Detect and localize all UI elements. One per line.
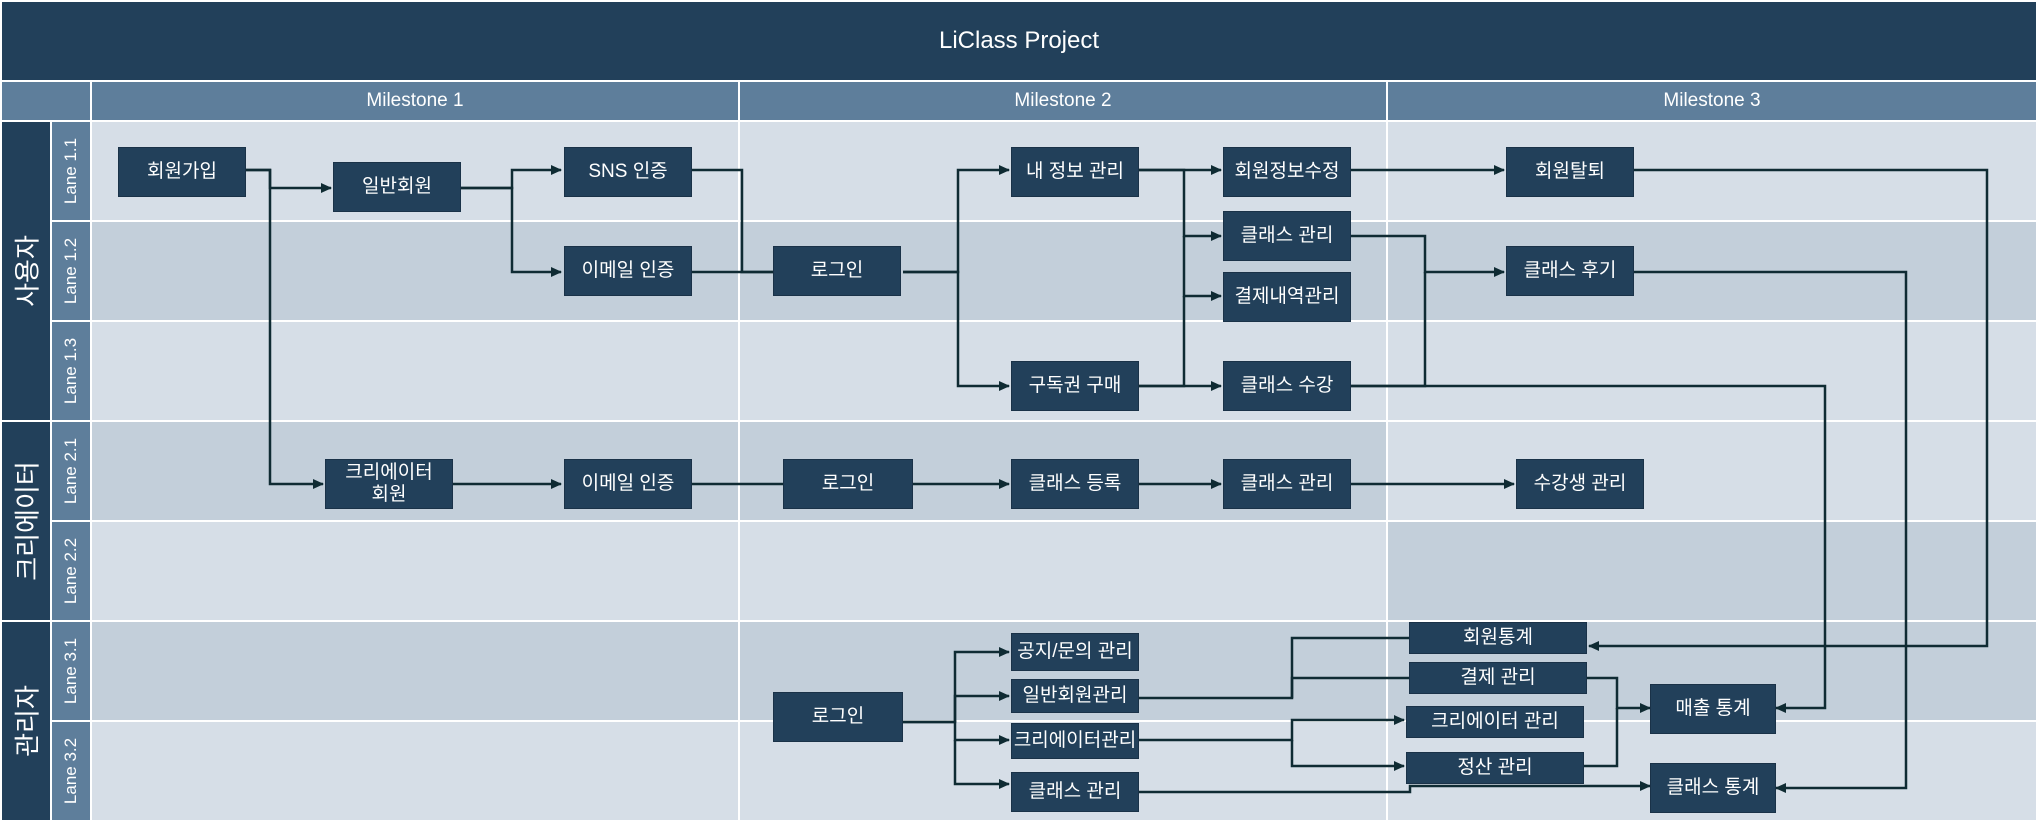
edge-general-sns bbox=[461, 165, 562, 190]
cell bbox=[92, 622, 738, 720]
node-student-manage: 수강생 관리 bbox=[1516, 459, 1644, 509]
node-class-attend: 클래스 수강 bbox=[1223, 361, 1351, 411]
edge-attend-review bbox=[1351, 272, 1427, 388]
pool-user: 사용자 bbox=[2, 122, 50, 420]
node-my-info: 내 정보 관리 bbox=[1011, 147, 1139, 197]
pool-admin: 관리자 bbox=[2, 622, 50, 820]
node-email-auth-user: 이메일 인증 bbox=[564, 246, 692, 296]
node-login-admin: 로그인 bbox=[773, 692, 903, 742]
node-member-stats: 회원통계 bbox=[1409, 622, 1587, 654]
node-class-manage-user: 클래스 관리 bbox=[1223, 211, 1351, 261]
cell bbox=[92, 322, 738, 420]
edge-genadmin-stats bbox=[1139, 636, 1409, 700]
cell bbox=[1388, 322, 2036, 420]
edge-login-subscription bbox=[903, 270, 1010, 391]
node-withdraw: 회원탈퇴 bbox=[1506, 147, 1634, 197]
cell bbox=[92, 522, 738, 620]
edge-login-myinfo bbox=[903, 165, 1010, 274]
node-general-member-admin: 일반회원관리 bbox=[1011, 679, 1139, 713]
node-class-manage-admin: 클래스 관리 bbox=[1011, 772, 1139, 812]
edge-creatoradmin-manage bbox=[1139, 715, 1405, 742]
node-login-user: 로그인 bbox=[773, 246, 901, 296]
edge-classmanage-review bbox=[1351, 234, 1505, 277]
cell bbox=[92, 722, 738, 820]
lane-label-3-2: Lane 3.2 bbox=[52, 722, 90, 820]
milestone-3-header: Milestone 3 bbox=[1388, 82, 2036, 120]
lane-label-1-3: Lane 1.3 bbox=[52, 322, 90, 420]
edge-signup-creator bbox=[246, 168, 324, 489]
edge-sns-login bbox=[692, 168, 773, 274]
lane-label-1-2: Lane 1.2 bbox=[52, 222, 90, 320]
lane-label-2-1: Lane 2.1 bbox=[52, 422, 90, 520]
edge-sub-to-bus bbox=[1139, 296, 1186, 388]
edge-creatoradmin-settle bbox=[1290, 740, 1405, 771]
node-payment-history: 결제내역관리 bbox=[1223, 272, 1351, 322]
node-notice-inquiry: 공지/문의 관리 bbox=[1011, 633, 1139, 671]
node-sales-stats: 매출 통계 bbox=[1650, 684, 1776, 734]
node-class-review: 클래스 후기 bbox=[1506, 246, 1634, 296]
node-class-register: 클래스 등록 bbox=[1011, 459, 1139, 509]
node-class-stats: 클래스 통계 bbox=[1650, 763, 1776, 813]
edge-settle-sales bbox=[1584, 708, 1619, 768]
lane-label-2-2: Lane 2.2 bbox=[52, 522, 90, 620]
diagram-title: LiClass Project bbox=[2, 2, 2036, 80]
edge-myinfo-payment bbox=[1182, 236, 1222, 301]
edge-signup-general bbox=[246, 168, 332, 193]
edge-review-classstats bbox=[1634, 270, 1908, 793]
pool-creator: 크리에이터 bbox=[2, 422, 50, 620]
edge-login-classadmin bbox=[953, 740, 1010, 789]
node-signup: 회원가입 bbox=[118, 147, 246, 197]
edge-classadmin-classstats bbox=[1139, 781, 1651, 794]
lane-label-3-1: Lane 3.1 bbox=[52, 622, 90, 720]
edge-withdraw-memberstats bbox=[1588, 168, 1989, 651]
node-settlement-manage: 정산 관리 bbox=[1406, 752, 1584, 784]
milestone-2-header: Milestone 2 bbox=[740, 82, 1386, 120]
node-creator-admin: 크리에이터관리 bbox=[1011, 723, 1139, 759]
edge-general-email bbox=[461, 186, 562, 277]
node-class-manage-creator: 클래스 관리 bbox=[1223, 459, 1351, 509]
node-general-member: 일반회원 bbox=[333, 162, 461, 212]
node-payment-manage: 결제 관리 bbox=[1409, 662, 1587, 694]
node-subscription-buy: 구독권 구매 bbox=[1011, 361, 1139, 411]
node-member-info-edit: 회원정보수정 bbox=[1223, 147, 1351, 197]
edge-myinfo-classmanage bbox=[1139, 168, 1222, 241]
cell bbox=[1388, 422, 2036, 520]
milestone-1-header: Milestone 1 bbox=[92, 82, 738, 120]
edge-genadmin-payment bbox=[1290, 676, 1409, 698]
cell bbox=[740, 522, 1386, 620]
node-email-auth-creator: 이메일 인증 bbox=[564, 459, 692, 509]
edge-login-genadmin bbox=[953, 691, 1010, 722]
node-creator-member: 크리에이터 회원 bbox=[325, 459, 453, 509]
cell bbox=[1388, 522, 2036, 620]
node-creator-manage: 크리에이터 관리 bbox=[1406, 706, 1584, 738]
edge-login-creatoradmin bbox=[903, 720, 1010, 745]
header-corner bbox=[2, 82, 90, 120]
edge-payment-sales bbox=[1587, 676, 1651, 713]
lane-label-1-1: Lane 1.1 bbox=[52, 122, 90, 220]
edge-attend-sales bbox=[1351, 384, 1827, 713]
node-login-creator: 로그인 bbox=[783, 459, 913, 509]
node-sns-auth: SNS 인증 bbox=[564, 147, 692, 197]
